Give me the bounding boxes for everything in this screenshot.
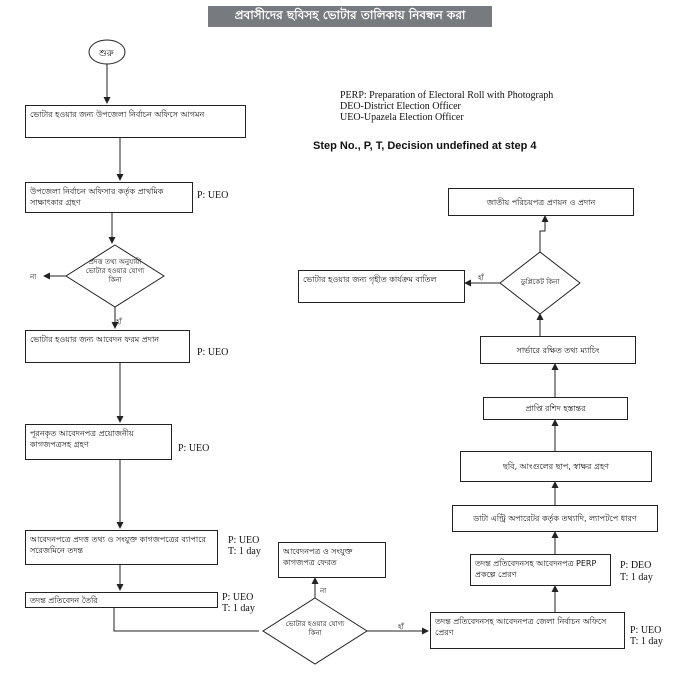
step-send-district: তদন্ত প্রতিবেদনসহ আবেদনপত্র জেলা নির্বাচ… <box>430 612 625 649</box>
step-biometrics: ছবি, আংগুলের ছাপ, স্বাক্ষর গ্রহণ <box>460 451 652 482</box>
step-data-entry: ডাটা এন্ট্রি অপারেটর কর্তৃক তথ্যাদি, ল্য… <box>452 505 658 532</box>
time-step9: T: 1 day <box>620 572 653 583</box>
performer-step3: P: UEO <box>197 347 229 358</box>
step-return-documents: আবেদনপত্র ও সংযুক্ত কাগজপত্র ফেরত <box>278 542 386 578</box>
performer-step5: P: UEO <box>228 535 260 546</box>
branch-no-d2: না <box>320 587 327 595</box>
step-receive-application: পূরনকৃত আবেদনপত্র প্রয়োজনীয় কাগজপত্রসহ… <box>25 424 172 460</box>
page-title: প্রবাসীদের ছবিসহ ভোটার তালিকায় নিবন্ধন … <box>208 6 492 27</box>
performer-step4: P: UEO <box>178 443 210 454</box>
step-arrive-office: ভোটার হওয়ার জন্য উপজেলা নির্বাচন অফিসে … <box>25 105 246 138</box>
branch-no-d1: না <box>30 273 37 281</box>
branch-yes-d3: হাঁ <box>478 274 484 282</box>
step-initial-interview: উপজেলা নির্বাচন অফিসার কর্তৃক প্রাথমিক স… <box>25 182 193 213</box>
performer-step9: P: DEO <box>620 560 652 571</box>
step-server-matching: সার্ভারে রক্ষিত তথ্য ম্যাচিং <box>480 336 636 364</box>
decision-d3-label: ডুপ্লিকেট কিনা <box>520 278 560 286</box>
undefined-step-warning: Step No., P, T, Decision undefined at st… <box>313 140 537 152</box>
performer-step6: P: UEO <box>222 592 254 603</box>
branch-yes-d2: হাঁ <box>398 623 404 631</box>
legend-ueo: UEO-Upazela Election Officer <box>340 112 464 123</box>
time-step6: T: 1 day <box>222 603 255 614</box>
performer-step8: P: UEO <box>630 625 662 636</box>
branch-yes-d1: হাঁ <box>116 318 122 326</box>
decision-d2-label: ভোটার হওয়ার যোগ্য কিনা <box>285 620 345 637</box>
start-label: শুরু <box>99 49 114 59</box>
step-field-investigation: আবেদনপত্রে প্রদত্ত তথ্য ও সংযুক্ত কাগজপত… <box>25 530 218 565</box>
step-cancel-process: ভোটার হওয়ার জন্য গৃহীত কার্যক্রম বাতিল <box>298 270 465 303</box>
legend-perp: PERP: Preparation of Electoral Roll with… <box>340 90 554 101</box>
step-send-perp: তদন্ত প্রতিবেদনসহ আবেদনপত্র PERP প্রকল্প… <box>470 554 611 586</box>
step-receipt-handover: প্রাপ্তি রশিদ হস্তান্তর <box>483 397 628 420</box>
time-step5: T: 1 day <box>228 546 261 557</box>
decision-d1-label: প্রদত্ত তথ্য অনুযায়ী ভোটার হওয়ার যোগ্য… <box>85 258 145 284</box>
step-prepare-report: তদন্ত প্রতিবেদন তৈরি <box>25 592 218 608</box>
decision-d3 <box>499 251 581 315</box>
legend-deo: DEO-District Election Officer <box>340 101 461 112</box>
time-step8: T: 1 day <box>630 636 663 647</box>
step-application-form: ভোটার হওয়ার জন্য আবেদন ফরম প্রদান <box>25 330 190 363</box>
performer-step2: P: UEO <box>197 190 229 201</box>
step-national-id: জাতীয় পরিচয়পত্র প্রণয়ন ও প্রদান <box>448 188 634 216</box>
decision-d2 <box>262 597 368 665</box>
